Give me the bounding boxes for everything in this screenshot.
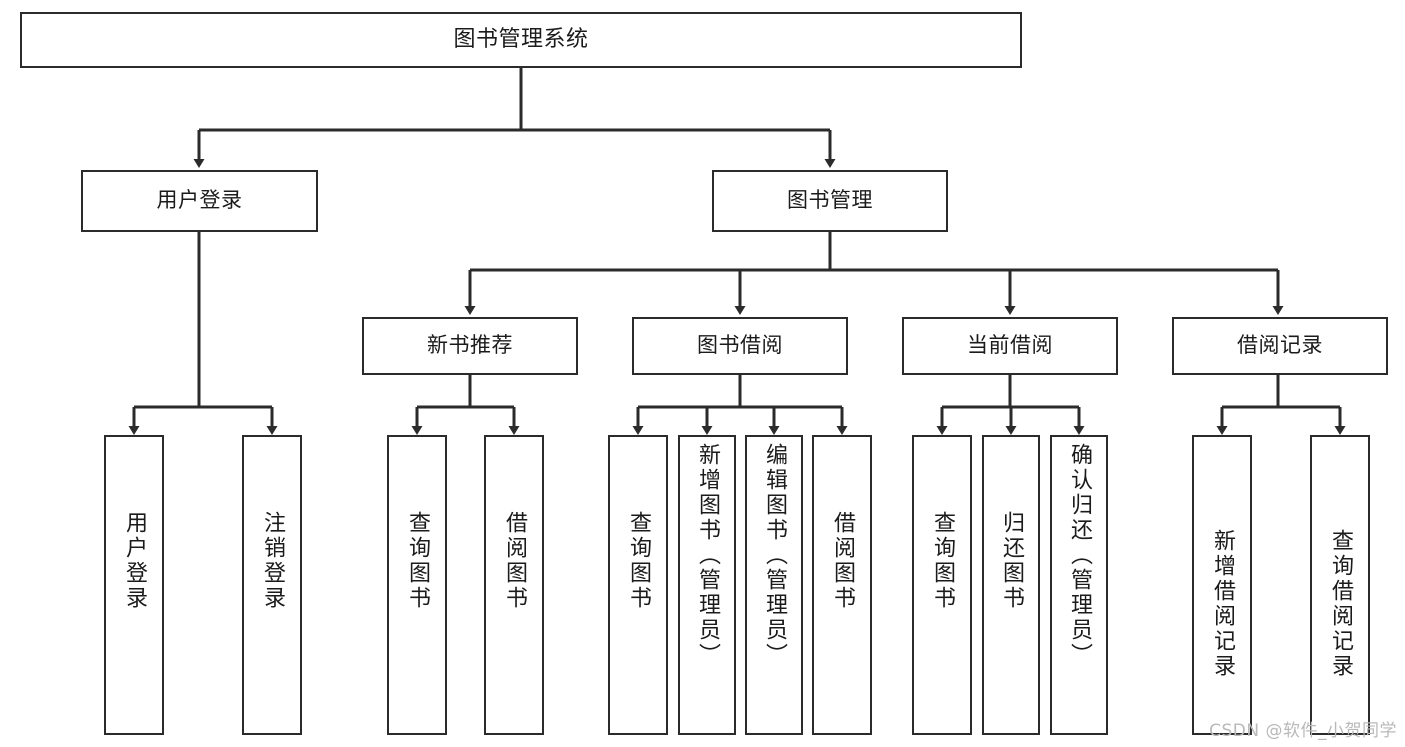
leaf-borrow-book-2-label: 借阅图书 <box>830 511 855 611</box>
leaf-add-book[interactable]: 新增图书（管理员） <box>678 435 736 735</box>
leaf-query-book-2[interactable]: 查询图书 <box>608 435 668 735</box>
node-current-borrow[interactable]: 当前借阅 <box>902 317 1118 375</box>
leaf-user-login[interactable]: 用户登录 <box>104 435 164 735</box>
leaf-confirm-return[interactable]: 确认归还（管理员） <box>1050 435 1108 735</box>
node-book-borrow-label: 图书借阅 <box>697 333 783 358</box>
node-user-login[interactable]: 用户登录 <box>81 170 318 232</box>
node-current-borrow-label: 当前借阅 <box>967 333 1053 358</box>
leaf-add-borrow-record[interactable]: 新增借阅记录 <box>1192 435 1252 735</box>
leaf-query-book-1-label: 查询图书 <box>405 511 430 611</box>
leaf-user-login-label: 用户登录 <box>122 511 147 611</box>
leaf-add-book-label: 新增图书（管理员） <box>695 443 720 668</box>
node-root[interactable]: 图书管理系统 <box>20 12 1022 68</box>
leaf-return-book[interactable]: 归还图书 <box>982 435 1040 735</box>
node-book-management-label: 图书管理 <box>787 188 873 213</box>
leaf-edit-book-label: 编辑图书（管理员） <box>762 443 787 668</box>
node-new-book-recommend[interactable]: 新书推荐 <box>362 317 578 375</box>
leaf-query-borrow-record-label: 查询借阅记录 <box>1328 529 1353 679</box>
leaf-query-book-3[interactable]: 查询图书 <box>912 435 972 735</box>
leaf-borrow-book-2[interactable]: 借阅图书 <box>812 435 872 735</box>
node-borrow-record[interactable]: 借阅记录 <box>1172 317 1388 375</box>
leaf-query-book-3-label: 查询图书 <box>930 511 955 611</box>
leaf-logout-label: 注销登录 <box>260 511 285 611</box>
node-user-login-label: 用户登录 <box>156 188 243 213</box>
leaf-add-borrow-record-label: 新增借阅记录 <box>1210 529 1235 679</box>
leaf-confirm-return-label: 确认归还（管理员） <box>1067 443 1092 668</box>
leaf-borrow-book-1-label: 借阅图书 <box>502 511 527 611</box>
node-book-borrow[interactable]: 图书借阅 <box>632 317 848 375</box>
node-borrow-record-label: 借阅记录 <box>1237 333 1323 358</box>
leaf-query-borrow-record[interactable]: 查询借阅记录 <box>1310 435 1370 735</box>
node-root-label: 图书管理系统 <box>453 26 589 52</box>
watermark: CSDN @软件_小贺同学 <box>1209 721 1397 741</box>
leaf-query-book-2-label: 查询图书 <box>626 511 651 611</box>
leaf-logout[interactable]: 注销登录 <box>242 435 302 735</box>
node-new-book-recommend-label: 新书推荐 <box>427 333 513 358</box>
leaf-borrow-book-1[interactable]: 借阅图书 <box>484 435 544 735</box>
leaf-query-book-1[interactable]: 查询图书 <box>387 435 447 735</box>
leaf-edit-book[interactable]: 编辑图书（管理员） <box>745 435 803 735</box>
node-book-management[interactable]: 图书管理 <box>712 170 948 232</box>
leaf-return-book-label: 归还图书 <box>999 511 1024 611</box>
